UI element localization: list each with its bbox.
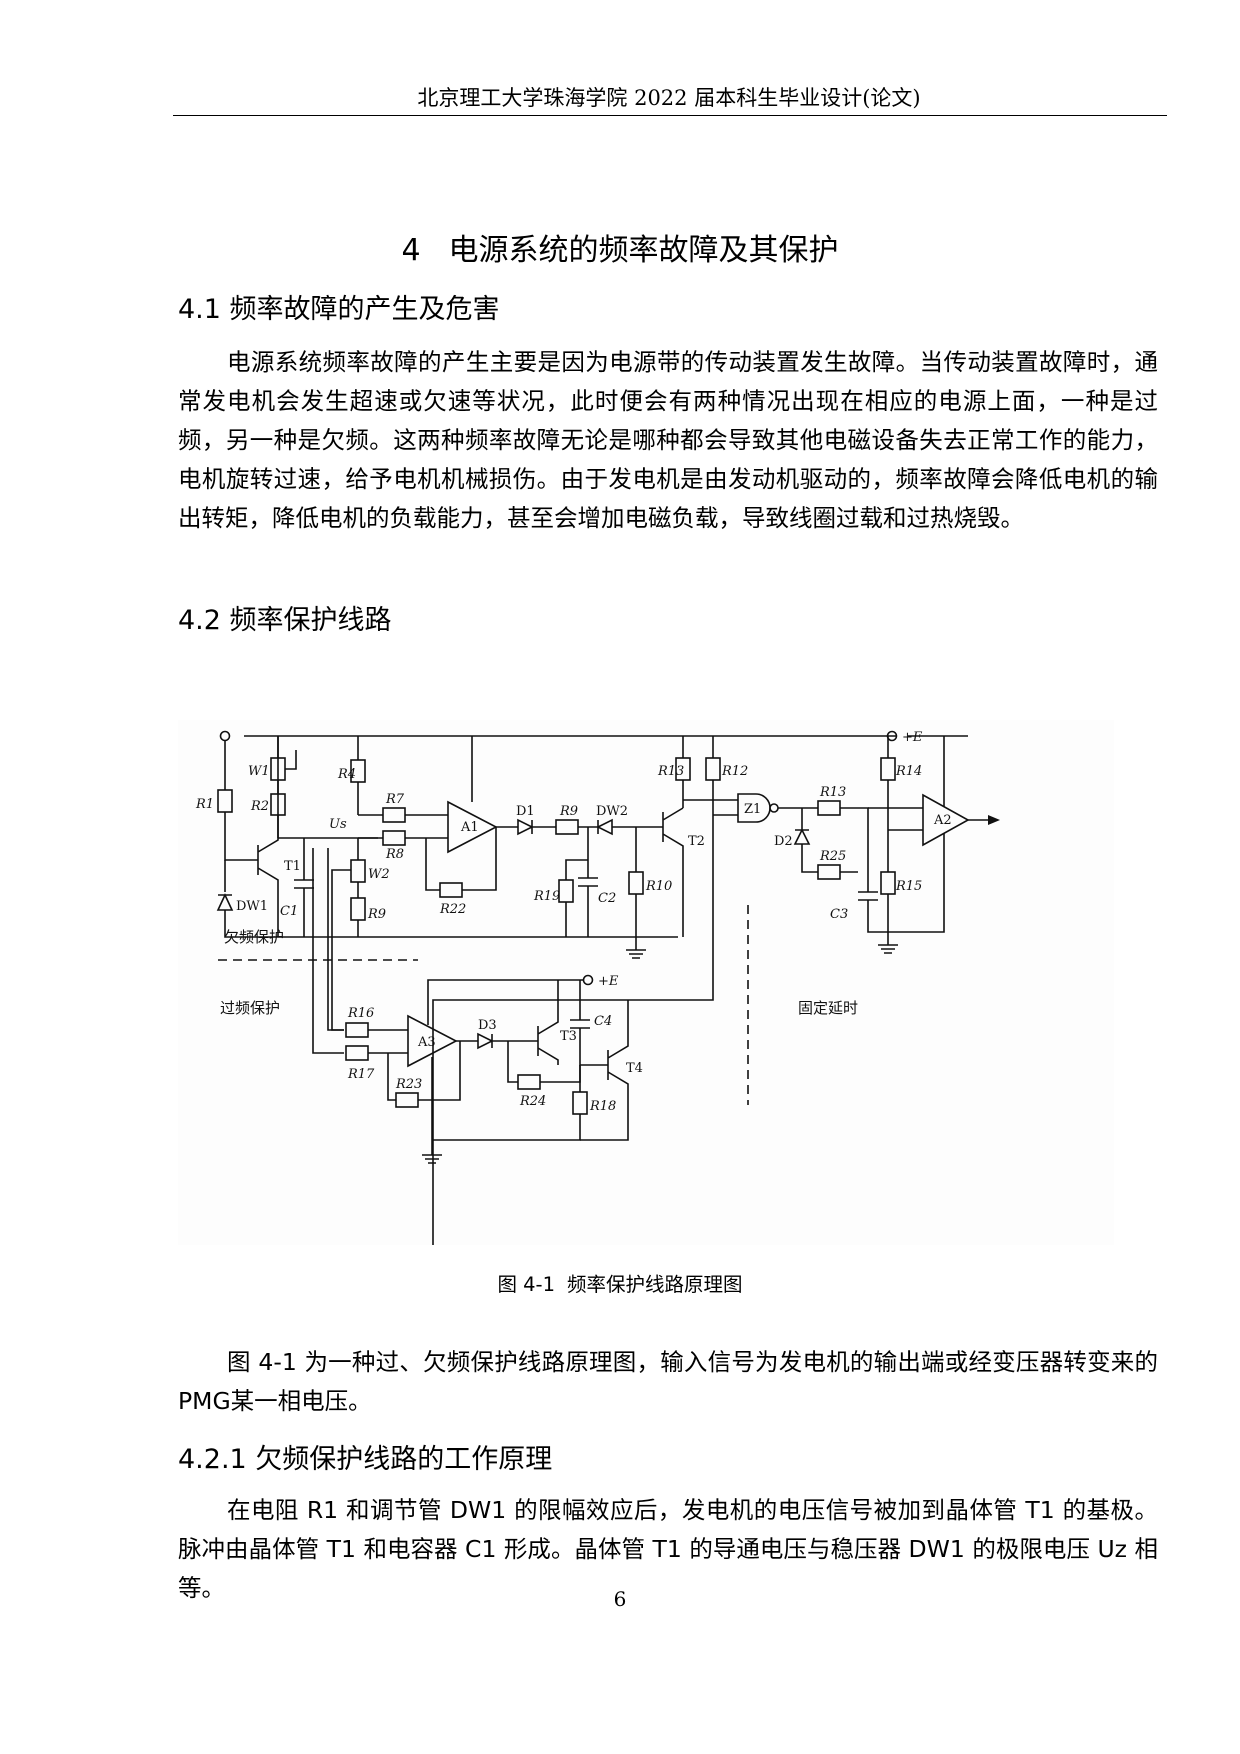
label-dw1: DW1 [236, 899, 268, 914]
label-r19: R19 [533, 889, 560, 904]
label-r9-bottom: R9 [367, 907, 386, 922]
label-t1: T1 [284, 859, 301, 874]
label-r13b: R13 [819, 785, 846, 800]
resistor-r24 [517, 1074, 541, 1090]
label-t2: T2 [688, 834, 705, 849]
label-r8: R8 [385, 847, 404, 862]
label-c3: C3 [830, 907, 848, 922]
chapter-title: 4 电源系统的频率故障及其保护 [0, 225, 1240, 269]
section-heading-4-2-1: 4.2.1 欠频保护线路的工作原理 [178, 1444, 553, 1475]
paragraph-frequency-fault: 电源系统频率故障的产生主要是因为电源带的传动装置发生故障。当传动装置故障时，通常… [178, 348, 1158, 532]
supply-label-top: +E [902, 730, 923, 745]
resistor-r8 [382, 830, 406, 846]
resistor-r19 [558, 879, 574, 903]
label-w2: W2 [368, 867, 390, 882]
label-r4: R4 [337, 767, 356, 782]
label-r18: R18 [589, 1099, 616, 1114]
resistor-r7 [382, 807, 406, 823]
resistor-r9-top [555, 819, 579, 835]
resistor-r13b [817, 800, 841, 816]
label-r25: R25 [819, 849, 846, 864]
label-d3: D3 [478, 1018, 497, 1033]
resistor-r25 [817, 864, 841, 880]
label-t4: T4 [626, 1061, 643, 1076]
label-r13a: R13 [657, 764, 684, 779]
label-w1: W1 [248, 764, 270, 779]
input-terminal [219, 730, 231, 742]
label-z1: Z1 [744, 802, 761, 817]
figure-caption-text: 频率保护线路原理图 [567, 1273, 743, 1296]
paragraph-figure-description: 图 4-1 为一种过、欠频保护线路原理图，输入信号为发电机的输出端或经变压器转变… [178, 1348, 1158, 1415]
resistor-r18 [572, 1091, 588, 1115]
resistor-r4 [350, 759, 366, 783]
transistor-t4 [580, 1000, 629, 1141]
chapter-number: 4 [401, 233, 421, 268]
resistor-r13a [675, 757, 691, 781]
label-r10: R10 [645, 879, 672, 894]
section-heading-4-2: 4.2 频率保护线路 [178, 605, 392, 636]
label-c4: C4 [594, 1014, 612, 1029]
section-heading-4-1: 4.1 频率故障的产生及危害 [178, 294, 500, 325]
label-d2: D2 [774, 834, 793, 849]
potentiometer-w2 [350, 859, 366, 883]
figure-caption: 图 4-1 频率保护线路原理图 [0, 1268, 1240, 1297]
transistor-t3 [537, 980, 559, 1065]
resistor-r12 [705, 757, 721, 781]
resistor-r22 [439, 882, 463, 898]
label-r23: R23 [395, 1077, 422, 1092]
resistor-r14 [880, 757, 896, 781]
label-a3: A3 [417, 1035, 436, 1050]
label-r22: R22 [439, 902, 466, 917]
supply-label-bottom: +E [598, 974, 619, 989]
opamp-a2 [922, 793, 970, 847]
label-d1: D1 [516, 804, 535, 819]
resistor-r16 [345, 1022, 369, 1038]
resistor-r9-bottom [350, 897, 366, 921]
resistor-r23 [395, 1092, 419, 1108]
resistor-r17 [345, 1045, 369, 1061]
label-fixed-delay: 固定延时 [798, 999, 858, 1017]
label-under-frequency: 欠频保护 [224, 928, 284, 946]
label-over-frequency: 过频保护 [220, 999, 280, 1017]
header-rule [173, 115, 1167, 116]
page-number: 6 [613, 1587, 627, 1611]
label-dw2: DW2 [596, 804, 628, 819]
opamp-a3 [407, 1014, 458, 1068]
resistor-r10 [628, 871, 644, 895]
label-a1: A1 [460, 820, 479, 835]
label-r1: R1 [195, 797, 214, 812]
figure-caption-number: 图 4-1 [497, 1273, 556, 1296]
label-r24: R24 [519, 1094, 546, 1109]
transistor-t2 [662, 807, 684, 937]
opamp-a1 [447, 800, 498, 854]
label-c2: C2 [598, 891, 616, 906]
label-r14: R14 [895, 764, 922, 779]
resistor-r15 [880, 871, 896, 895]
label-a2: A2 [933, 813, 952, 828]
resistor-r2 [270, 793, 286, 816]
label-r7: R7 [385, 792, 405, 807]
chapter-title-text: 电源系统的频率故障及其保护 [448, 233, 839, 268]
label-r12: R12 [721, 764, 748, 779]
label-r2: R2 [250, 799, 269, 814]
label-r9-top: R9 [559, 804, 578, 819]
label-us: Us [329, 817, 347, 832]
label-r15: R15 [895, 879, 922, 894]
transistor-t1 [257, 736, 279, 937]
label-r16: R16 [347, 1006, 374, 1021]
running-header: 北京理工大学珠海学院 2022 届本科生毕业设计(论文) [417, 86, 921, 110]
label-r17: R17 [347, 1067, 375, 1082]
circuit-diagram: +E R1 DW1 T1 W1 R2 Us C1 R4 R7 R8 W2 R9 … [178, 720, 1114, 1245]
supply-terminal-bottom [582, 974, 594, 986]
label-c1: C1 [280, 904, 298, 919]
label-t3: T3 [560, 1029, 577, 1044]
paragraph-under-frequency-principle: 在电阻 R1 和调节管 DW1 的限幅效应后，发电机的电压信号被加到晶体管 T1… [178, 1496, 1158, 1602]
